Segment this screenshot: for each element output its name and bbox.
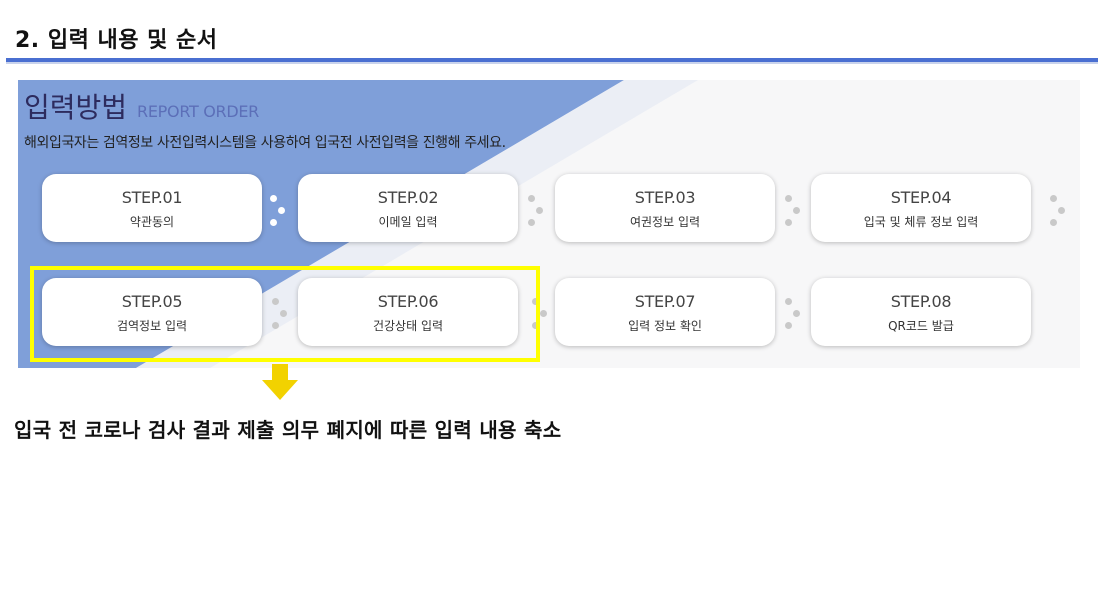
- step-number: STEP.08: [890, 292, 952, 311]
- heading-korean: 입력방법: [24, 91, 128, 124]
- panel-heading: 입력방법 REPORT ORDER: [24, 86, 259, 126]
- step-label: 약관동의: [129, 215, 175, 229]
- highlight-box: [30, 266, 540, 362]
- step-card[interactable]: STEP.07 입력 정보 확인: [555, 278, 775, 346]
- dots-icon: [270, 195, 286, 235]
- dots-icon: [785, 195, 801, 235]
- change-note: 입국 전 코로나 검사 결과 제출 의무 폐지에 따른 입력 내용 축소: [14, 418, 562, 442]
- step-number: STEP.06: [377, 292, 439, 311]
- step-card[interactable]: STEP.02 이메일 입력: [298, 174, 518, 242]
- step-number: STEP.02: [377, 188, 439, 207]
- step-number: STEP.03: [634, 188, 696, 207]
- report-order-panel: 입력방법 REPORT ORDER 해외입국자는 검역정보 사전입력시스템을 사…: [18, 80, 1080, 368]
- dots-icon: [532, 298, 548, 338]
- step-label: 입국 및 체류 정보 입력: [863, 215, 979, 229]
- section-title: 2. 입력 내용 및 순서: [15, 28, 218, 53]
- step-label: 건강상태 입력: [372, 319, 444, 333]
- step-number: STEP.05: [121, 292, 183, 311]
- dots-icon: [272, 298, 288, 338]
- dots-icon: [1050, 195, 1066, 235]
- dots-icon: [528, 195, 544, 235]
- step-label: 입력 정보 확인: [628, 319, 702, 333]
- step-number: STEP.04: [890, 188, 952, 207]
- title-rule: [6, 58, 1098, 62]
- step-card[interactable]: STEP.04 입국 및 체류 정보 입력: [811, 174, 1031, 242]
- step-card[interactable]: STEP.03 여권정보 입력: [555, 174, 775, 242]
- step-label: 여권정보 입력: [629, 215, 701, 229]
- step-label: QR코드 발급: [888, 319, 954, 333]
- step-card[interactable]: STEP.06 건강상태 입력: [298, 278, 518, 346]
- panel-description: 해외입국자는 검역정보 사전입력시스템을 사용하여 입국전 사전입력을 진행해 …: [24, 135, 506, 151]
- heading-english: REPORT ORDER: [137, 102, 259, 121]
- step-number: STEP.07: [634, 292, 696, 311]
- arrow-down-icon: [262, 364, 298, 400]
- step-card[interactable]: STEP.08 QR코드 발급: [811, 278, 1031, 346]
- step-card[interactable]: STEP.01 약관동의: [42, 174, 262, 242]
- step-label: 검역정보 입력: [116, 319, 188, 333]
- step-label: 이메일 입력: [378, 215, 438, 229]
- step-card[interactable]: STEP.05 검역정보 입력: [42, 278, 262, 346]
- step-number: STEP.01: [121, 188, 183, 207]
- dots-icon: [785, 298, 801, 338]
- title-rule-shadow: [6, 62, 1098, 64]
